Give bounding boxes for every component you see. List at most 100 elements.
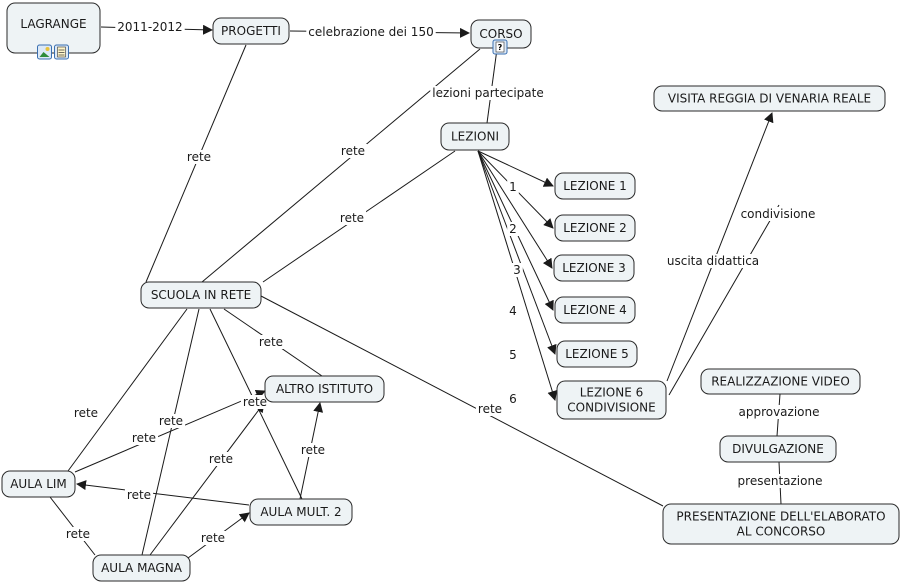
node-lezione3[interactable]: LEZIONE 3	[553, 254, 635, 282]
node-label: CORSO	[479, 27, 522, 41]
link-label-text: presentazione	[738, 474, 823, 488]
node-label: AULA MULT. 2	[260, 505, 341, 519]
link-label-text: 2	[509, 222, 517, 236]
document-resource-icon[interactable]	[54, 44, 69, 60]
node-label: LEZIONE 4	[563, 303, 626, 317]
link-label[interactable]: rete	[298, 443, 328, 457]
link-label[interactable]: rete	[198, 531, 228, 545]
node-progetti[interactable]: PROGETTI	[212, 17, 290, 45]
link-label-text: 6	[509, 392, 517, 406]
node-aulamult[interactable]: AULA MULT. 2	[249, 498, 353, 526]
link-label[interactable]: rete	[184, 150, 214, 164]
link-label[interactable]: rete	[156, 414, 186, 428]
link-label[interactable]: 2	[507, 222, 519, 236]
link-label-text: approvazione	[738, 405, 819, 419]
node-visita[interactable]: VISITA REGGIA DI VENARIA REALE	[653, 85, 886, 112]
link-lezione6-to-visita[interactable]	[666, 112, 774, 382]
link-label-text: uscita didattica	[667, 254, 759, 268]
node-lezione1[interactable]: LEZIONE 1	[554, 172, 636, 200]
node-lezione5[interactable]: LEZIONE 5	[556, 340, 638, 368]
link-label-text: rete	[159, 414, 183, 428]
link-scuola-to-presentazione[interactable]	[260, 295, 664, 507]
link-aulamagna-to-altro[interactable]	[149, 402, 265, 556]
node-label: LEZIONE 1	[563, 179, 626, 193]
node-lagrange[interactable]: LAGRANGE	[6, 2, 101, 54]
link-lezioni-to-lezione5[interactable]	[477, 150, 557, 355]
link-label[interactable]: approvazione	[736, 405, 822, 419]
link-labels-layer: 2011-2012 celebrazione dei 150 lezioni par…	[63, 20, 825, 545]
node-label: DIVULGAZIONE	[732, 442, 824, 456]
link-label-text: 1	[509, 180, 517, 194]
link-aulalim-to-aulamagna[interactable]	[49, 496, 96, 556]
link-label[interactable]: rete	[338, 144, 368, 158]
link-label[interactable]: rete	[475, 402, 505, 416]
link-scuola-to-aulalim[interactable]	[67, 308, 188, 472]
link-label[interactable]: rete	[124, 488, 154, 502]
node-label: VISITA REGGIA DI VENARIA REALE	[668, 92, 871, 106]
link-aulamult-to-aulalim[interactable]	[76, 480, 250, 506]
node-aulalim[interactable]: AULA LIM	[1, 470, 76, 498]
link-label[interactable]: celebrazione dei 150	[306, 25, 436, 39]
node-label: LEZIONE 6	[580, 386, 643, 400]
node-label: PRESENTAZIONE DELL'ELABORATO	[676, 510, 885, 524]
link-label-text: rete	[127, 488, 151, 502]
link-label[interactable]: uscita didattica	[664, 254, 762, 268]
link-label[interactable]: rete	[240, 395, 270, 409]
link-label-text: rete	[243, 395, 267, 409]
node-label: CONDIVISIONE	[567, 401, 656, 415]
link-label-text: rete	[201, 531, 225, 545]
link-corso-to-scuola[interactable]	[201, 48, 481, 283]
node-aulamagna[interactable]: AULA MAGNA	[92, 554, 191, 582]
node-video[interactable]: REALIZZAZIONE VIDEO	[700, 368, 861, 395]
link-label-text: rete	[74, 406, 98, 420]
link-lezione6-to-video[interactable]	[668, 204, 780, 396]
link-label-text: rete	[259, 335, 283, 349]
link-scuola-to-aulamagna[interactable]	[141, 308, 200, 556]
link-label[interactable]: 4	[507, 304, 519, 318]
link-label-text: celebrazione dei 150	[308, 25, 433, 39]
node-lezioni[interactable]: LEZIONI	[440, 122, 510, 151]
link-label-text: rete	[341, 144, 365, 158]
link-label[interactable]: 2011-2012	[115, 20, 185, 34]
image-resource-icon[interactable]	[37, 44, 52, 60]
unknown-file-resource-icon[interactable]: ?	[492, 39, 508, 55]
link-label[interactable]: rete	[337, 211, 367, 225]
link-label[interactable]: rete	[129, 431, 159, 445]
node-corso[interactable]: CORSO	[470, 19, 532, 49]
node-label: SCUOLA IN RETE	[151, 288, 251, 302]
link-label[interactable]: 5	[507, 348, 519, 362]
link-label[interactable]: rete	[63, 527, 93, 541]
link-label-text: rete	[340, 211, 364, 225]
link-label[interactable]: presentazione	[735, 474, 825, 488]
link-label[interactable]: rete	[256, 335, 286, 349]
link-label-text: rete	[132, 431, 156, 445]
link-label-text: 2011-2012	[117, 20, 182, 34]
link-label[interactable]: lezioni partecipate	[430, 86, 546, 100]
node-lezione2[interactable]: LEZIONE 2	[554, 214, 636, 242]
node-altro[interactable]: ALTRO ISTITUTO	[264, 375, 385, 403]
link-label[interactable]: rete	[71, 406, 101, 420]
node-label: AULA MAGNA	[101, 561, 183, 575]
link-label[interactable]: 1	[507, 180, 519, 194]
node-label: LAGRANGE	[20, 17, 86, 31]
node-scuola[interactable]: SCUOLA IN RETE	[140, 281, 262, 309]
node-label: LEZIONE 2	[563, 221, 626, 235]
link-label-text: 4	[509, 304, 517, 318]
link-label[interactable]: condivisione	[738, 207, 818, 221]
node-lezione4[interactable]: LEZIONE 4	[554, 296, 636, 324]
node-label: ALTRO ISTITUTO	[276, 382, 373, 396]
link-lezioni-to-lezione3[interactable]	[477, 150, 553, 269]
link-lezioni-to-lezione1[interactable]	[477, 150, 554, 187]
link-label[interactable]: 6	[507, 392, 519, 406]
link-label-text: rete	[187, 150, 211, 164]
link-label-text: lezioni partecipate	[432, 86, 543, 100]
node-divulgazione[interactable]: DIVULGAZIONE	[719, 435, 837, 463]
link-label[interactable]: rete	[206, 452, 236, 466]
node-label: PROGETTI	[221, 24, 281, 38]
link-aulalim-to-altro[interactable]	[74, 389, 266, 473]
link-label[interactable]: 3	[511, 263, 523, 277]
